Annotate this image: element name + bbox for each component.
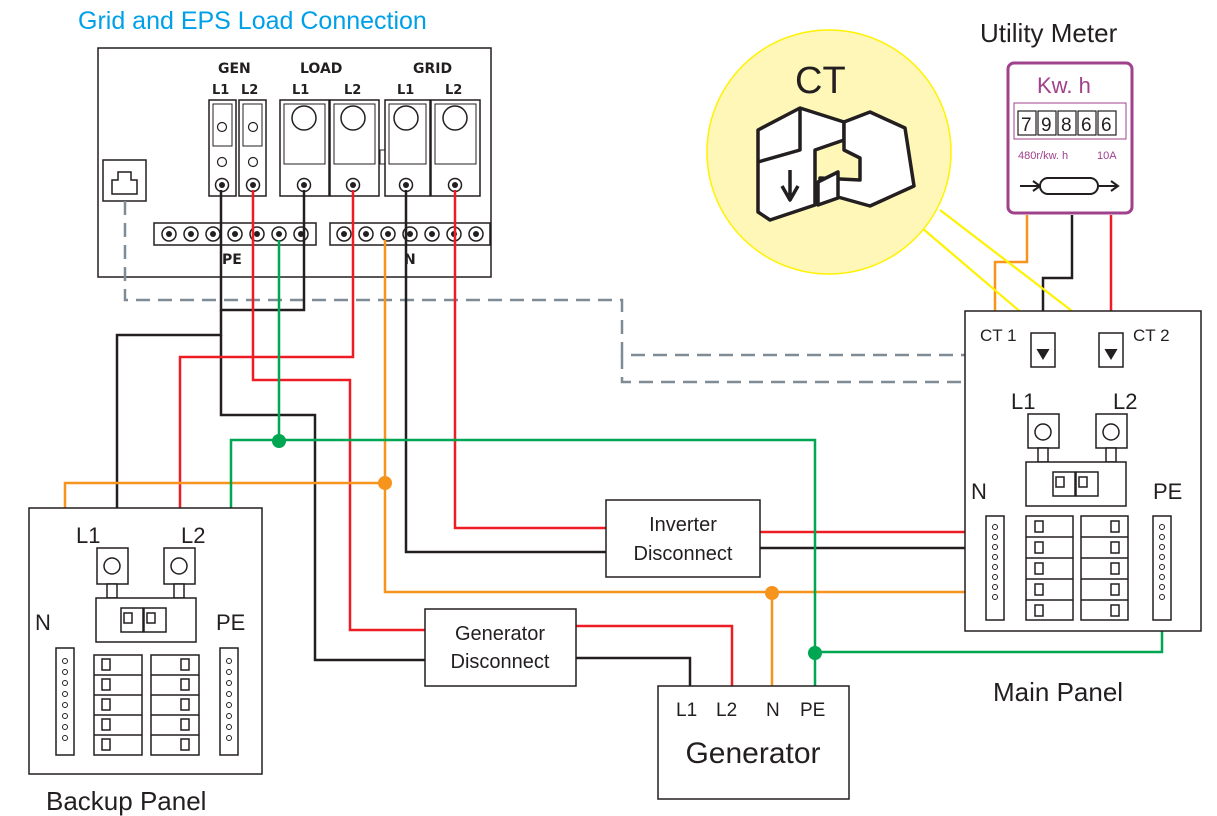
- neutral-junction-dot: [765, 586, 779, 600]
- load-l2-label: L2: [344, 83, 361, 98]
- inverter-disconnect-line1: Inverter: [649, 514, 717, 536]
- meter-dial-icon: [1020, 177, 1120, 195]
- main-panel-title: Main Panel: [993, 677, 1123, 707]
- main-pe-label: PE: [1153, 479, 1182, 504]
- meter-unit: Kw. h: [1037, 73, 1091, 98]
- main-breaker: [1025, 447, 1127, 507]
- ct1-sensor: [1030, 332, 1056, 368]
- main-ct2-label: CT 2: [1133, 326, 1170, 345]
- inverter-disconnect-line2: Disconnect: [634, 543, 733, 565]
- utility-meter: Kw. h 7 9 8 6 6 480r/kw. h 10A: [1006, 61, 1134, 215]
- inverter-pe-label: PE: [222, 252, 242, 268]
- neutral-junction-dot: [378, 476, 392, 490]
- gen-l1-label: L1: [212, 83, 229, 98]
- comm-port-icon: [102, 159, 147, 202]
- load-terminal-l1: [279, 99, 330, 197]
- backup-main-breaker: [95, 583, 197, 643]
- gen-label: GEN: [218, 61, 251, 77]
- main-neutral-bar: [985, 515, 1005, 621]
- backup-ground-bar: [219, 647, 239, 756]
- meter-digit: 8: [1061, 115, 1072, 136]
- generator-disconnect: Generator Disconnect: [424, 608, 577, 687]
- grid-l1-label: L1: [397, 83, 414, 98]
- main-panel: CT 1 CT 2 L1 L2 N PE: [964, 310, 1202, 632]
- ct-callout: CT: [706, 29, 952, 275]
- grid-terminal-l2: [430, 99, 481, 197]
- meter-digits: [1017, 110, 1117, 136]
- generator-title: Generator: [685, 737, 820, 770]
- pe-bus-bar: [153, 222, 317, 246]
- grid-l2-label: L2: [445, 83, 462, 98]
- backup-panel: L1 L2 N PE: [28, 507, 263, 775]
- backup-panel-title: Backup Panel: [46, 786, 206, 816]
- backup-l2-label: L2: [181, 523, 205, 548]
- backup-l1-label: L1: [76, 523, 100, 548]
- ground-junction-dot: [808, 646, 822, 660]
- meter-spec-amp: 10A: [1097, 150, 1117, 162]
- meter-digit: 6: [1101, 115, 1112, 136]
- gen-terminal-l2: [238, 99, 267, 197]
- backup-pe-label: PE: [216, 610, 245, 635]
- meter-spec-rev: 480r/kw. h: [1018, 150, 1068, 162]
- generator-l1-label: L1: [676, 700, 697, 721]
- inverter-n-label: N: [404, 252, 416, 268]
- load-terminal-l2: [329, 99, 380, 197]
- generator-n-label: N: [766, 700, 780, 721]
- backup-n-label: N: [35, 610, 51, 635]
- main-l1-label: L1: [1011, 389, 1035, 414]
- load-l1-label: L1: [292, 83, 309, 98]
- main-ct1-label: CT 1: [980, 326, 1017, 345]
- generator: L1 L2 N PE Generator: [657, 685, 850, 800]
- generator-disconnect-line1: Generator: [455, 623, 545, 645]
- neutral-bus-bar: [329, 222, 491, 246]
- main-ground-bar: [1152, 515, 1172, 621]
- generator-disconnect-line2: Disconnect: [451, 651, 550, 673]
- grid-label: GRID: [413, 61, 452, 77]
- inverter-terminal-box: GEN LOAD GRID L1 L2 L1 L2 L1 L2: [97, 47, 492, 278]
- meter-digit: 9: [1041, 115, 1052, 136]
- main-n-label: N: [971, 479, 987, 504]
- main-l2-label: L2: [1113, 389, 1137, 414]
- inverter-disconnect: Inverter Disconnect: [605, 499, 761, 578]
- backup-branch-breakers: [93, 654, 200, 756]
- grid-terminal-l1: [384, 99, 431, 197]
- ct-clamp-icon: [756, 106, 916, 222]
- generator-pe-label: PE: [800, 700, 825, 721]
- meter-title: Utility Meter: [980, 18, 1118, 48]
- ground-junction-dot: [272, 434, 286, 448]
- page-title: Grid and EPS Load Connection: [78, 7, 427, 35]
- gen-l2-label: L2: [241, 83, 258, 98]
- meter-digit: 7: [1021, 115, 1032, 136]
- red-wires: [178, 190, 1113, 686]
- ct2-sensor: [1098, 332, 1124, 368]
- backup-neutral-bar: [55, 647, 75, 756]
- generator-l2-label: L2: [716, 700, 737, 721]
- load-label: LOAD: [300, 61, 342, 77]
- meter-digit: 6: [1081, 115, 1092, 136]
- main-branch-breakers: [1025, 515, 1129, 621]
- ct-title: CT: [795, 60, 846, 102]
- gen-terminal-l1: [208, 99, 237, 197]
